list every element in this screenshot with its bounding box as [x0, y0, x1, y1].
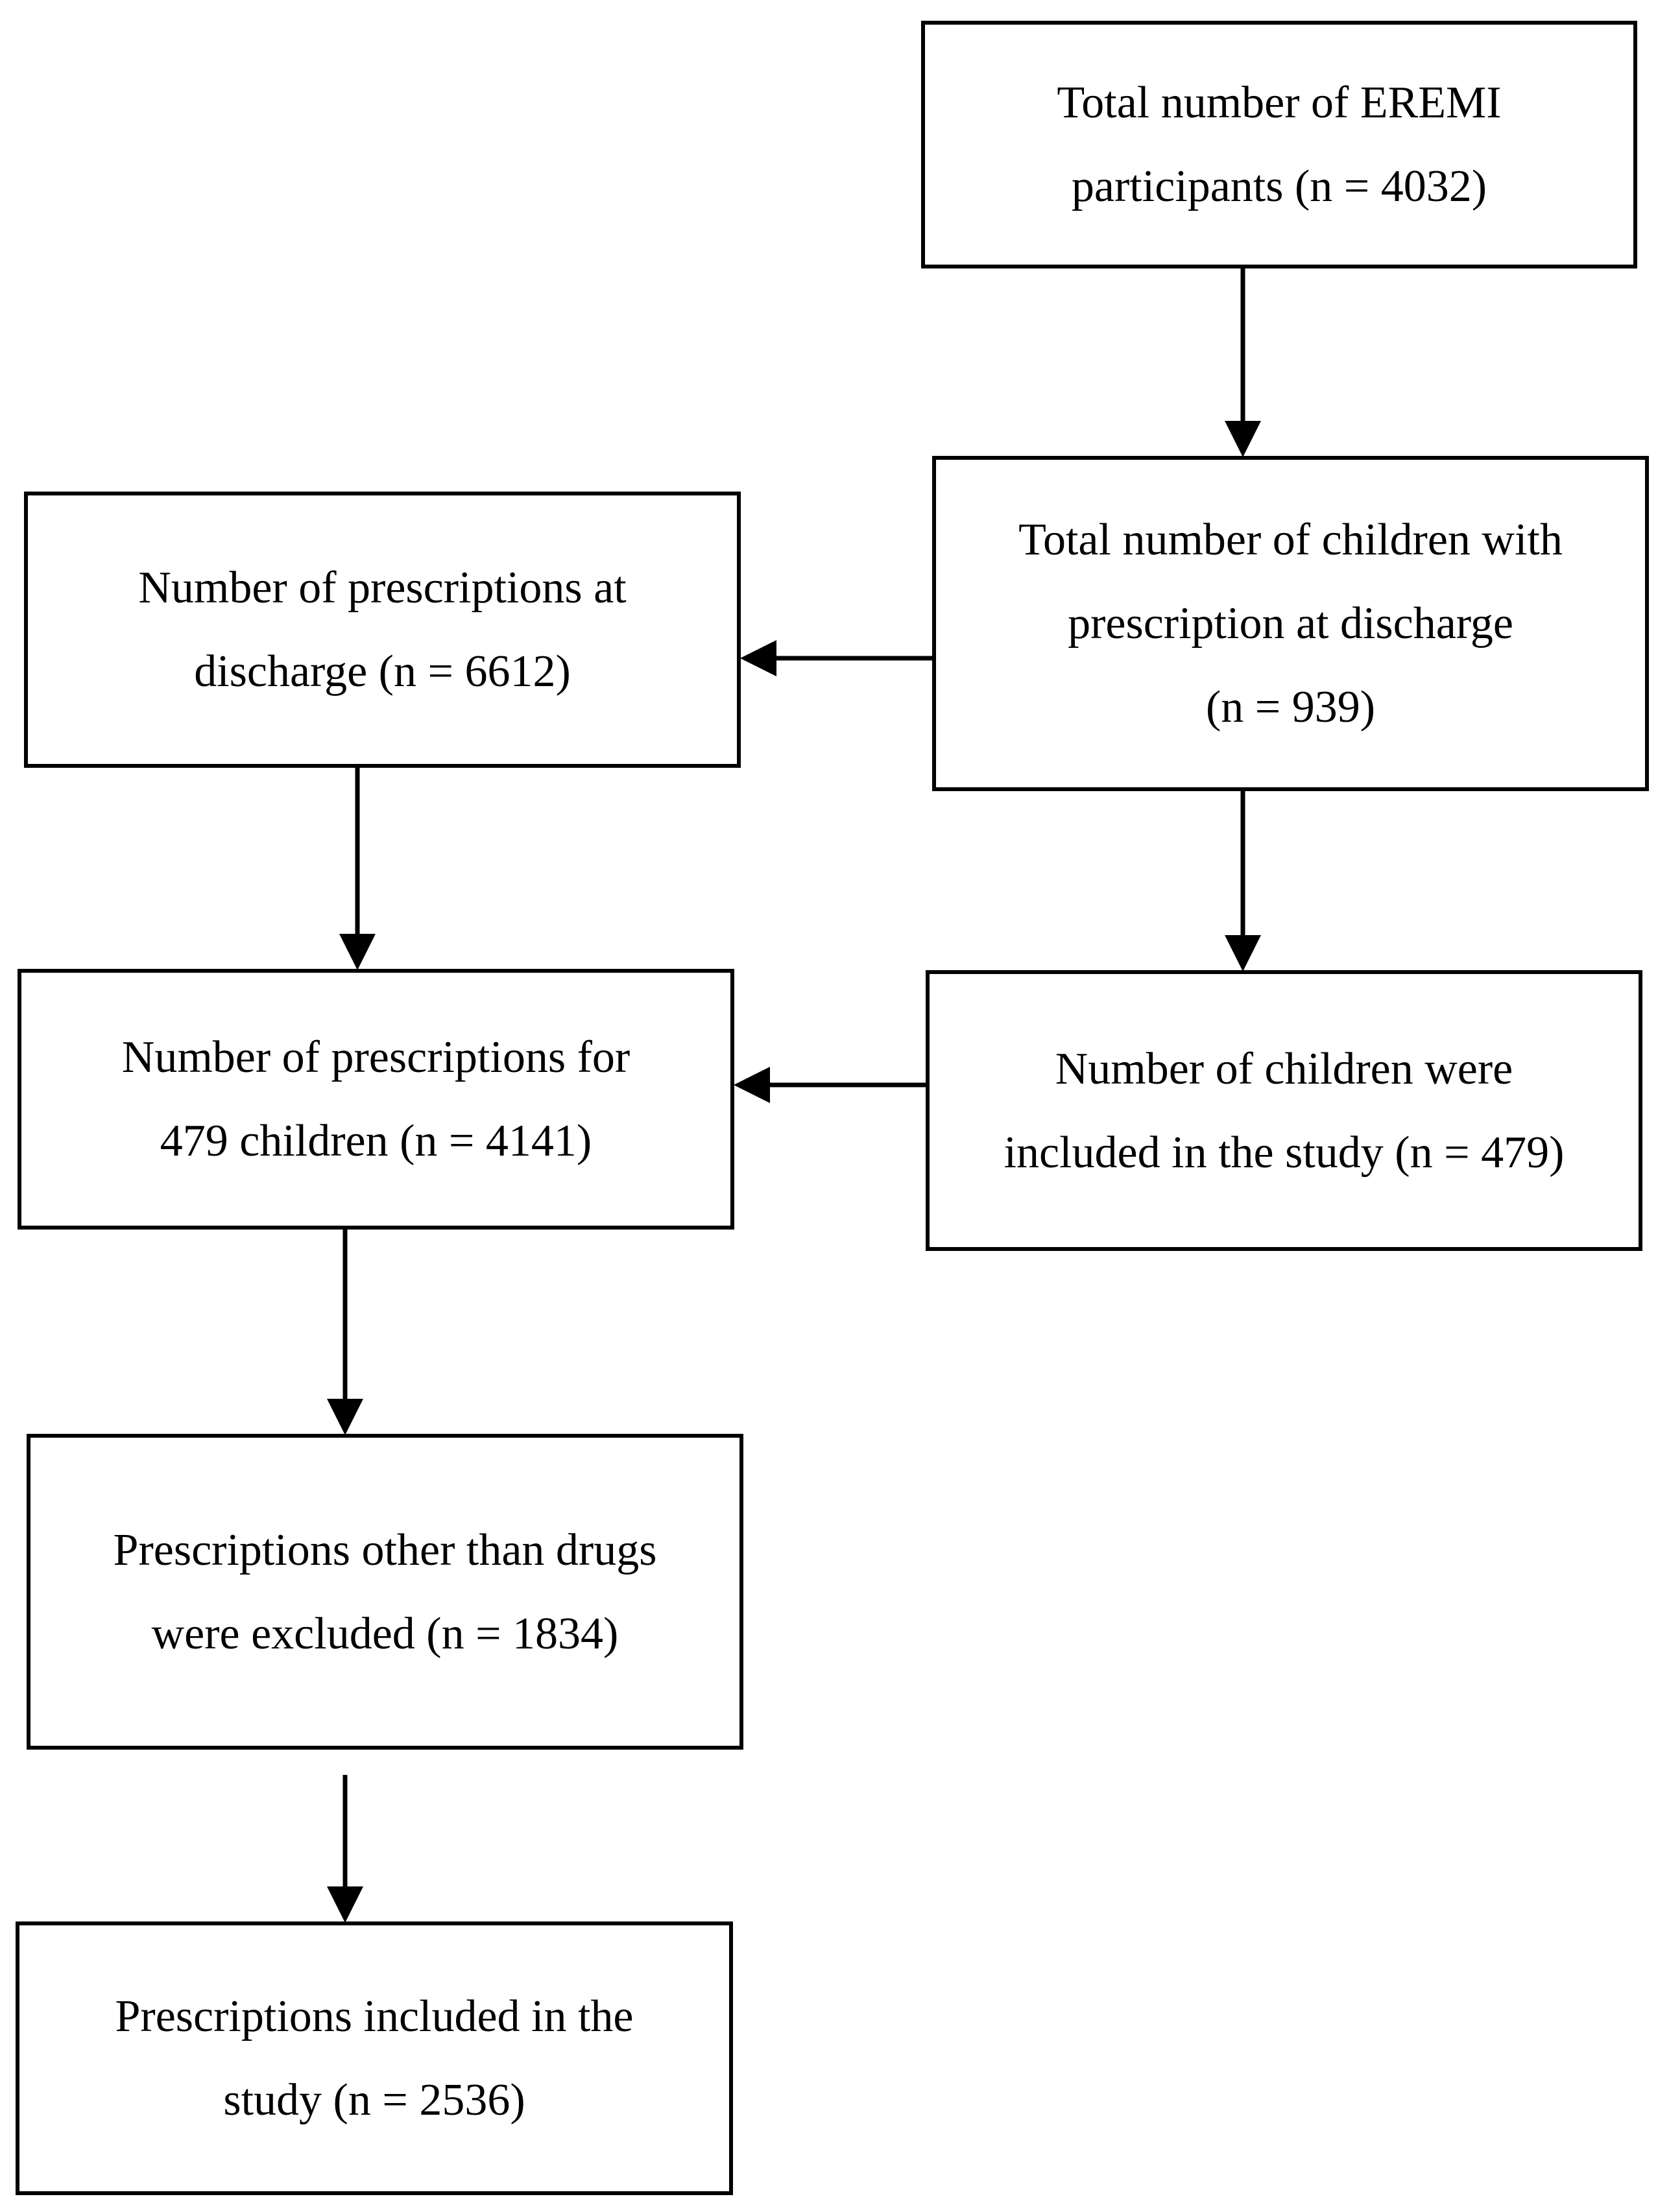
box-prescriptions-for-479-children: Number of prescriptions for 479 children…: [18, 969, 734, 1230]
box-text-line: Total number of children with: [1018, 515, 1563, 565]
box-text-line: participants (n = 4032): [1071, 161, 1487, 211]
box-text-line: included in the study (n = 479): [1003, 1127, 1565, 1178]
box-text-line: 479 children (n = 4141): [160, 1116, 592, 1166]
box-children-included: Number of children were included in the …: [926, 970, 1642, 1251]
box-text-line: discharge (n = 6612): [194, 647, 571, 696]
box-eremi-participants: Total number of EREMI participants (n = …: [921, 21, 1637, 268]
box-prescriptions-excluded: Prescriptions other than drugs were excl…: [27, 1434, 743, 1750]
box-prescriptions-included: Prescriptions included in the study (n =…: [16, 1921, 733, 2195]
box-text-line: Number of children were: [1055, 1043, 1513, 1094]
box-text-line: Number of prescriptions for: [121, 1032, 631, 1082]
box-children-with-prescription: Total number of children with prescripti…: [932, 456, 1649, 791]
box-text-line: (n = 939): [1205, 682, 1376, 732]
box-text-line: Total number of EREMI: [1057, 78, 1502, 128]
box-prescriptions-at-discharge: Number of prescriptions at discharge (n …: [24, 492, 741, 768]
box-text-line: were excluded (n = 1834): [151, 1608, 619, 1659]
box-text-line: Prescriptions other than drugs: [113, 1525, 657, 1575]
box-text-line: prescription at discharge: [1068, 599, 1513, 648]
box-text-line: Number of prescriptions at: [138, 563, 627, 613]
box-text-line: study (n = 2536): [223, 2075, 525, 2125]
box-text-line: Prescriptions included in the: [115, 1992, 634, 2041]
